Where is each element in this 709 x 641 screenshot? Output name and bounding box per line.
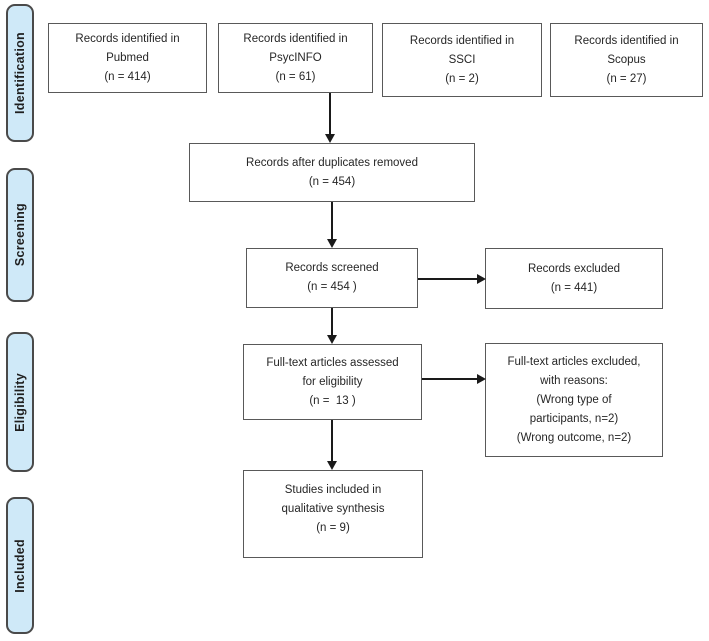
stage-screening: Screening (6, 168, 34, 302)
arrowhead-down-icon (327, 461, 337, 470)
box-text-line: Full-text articles assessed (266, 356, 399, 369)
stage-identification-label: Identification (13, 32, 27, 114)
box-text-line: (n = 454) (308, 175, 356, 188)
box-fulltext-assessed: Full-text articles assessed for eligibil… (243, 344, 422, 420)
box-records-screened: Records screened (n = 454 ) (246, 248, 418, 308)
box-text-line: Pubmed (106, 51, 149, 64)
arrow-line (331, 420, 333, 462)
arrow-line (418, 278, 478, 280)
box-records-psycinfo: Records identified in PsycINFO (n = 61) (218, 23, 373, 93)
arrow-screened-to-fulltext (326, 308, 338, 344)
box-records-excluded: Records excluded (n = 441) (485, 248, 663, 309)
stage-eligibility-label: Eligibility (13, 372, 27, 432)
box-text-line: Full-text articles excluded, (507, 355, 641, 368)
box-text-line: for eligibility (302, 375, 363, 388)
box-text-line: qualitative synthesis (281, 503, 385, 515)
stage-eligibility: Eligibility (6, 332, 34, 472)
box-text-line: (n = 2) (445, 72, 479, 85)
arrow-line (329, 93, 331, 135)
arrow-line (331, 308, 333, 336)
box-text-line: Records identified in (574, 34, 679, 47)
arrowhead-down-icon (325, 134, 335, 143)
stage-included: Included (6, 497, 34, 634)
box-text-line: (n = 9) (316, 522, 350, 534)
box-text-line: Records identified in (75, 32, 180, 45)
box-text-line: (n = 27) (606, 72, 647, 85)
arrow-line (331, 202, 333, 240)
box-studies-included: Studies included in qualitative synthesi… (243, 470, 423, 558)
box-text-line: (n = 414) (104, 70, 151, 83)
arrow-fulltext-to-fulltext-excluded (422, 373, 486, 385)
arrow-fulltext-to-included (326, 420, 338, 470)
box-text-line: Records identified in (243, 32, 348, 45)
box-text-line: Studies included in (284, 484, 382, 496)
box-text-line: (n = 454 ) (307, 281, 357, 293)
box-text-line: SSCI (448, 53, 476, 66)
box-records-pubmed: Records identified in Pubmed (n = 414) (48, 23, 207, 93)
box-text-line: (Wrong type of (536, 393, 612, 406)
box-text-line: Records screened (285, 262, 379, 274)
arrow-screened-to-excluded (418, 273, 486, 285)
box-fulltext-excluded: Full-text articles excluded, with reason… (485, 343, 663, 457)
box-text-line: (n = 441) (550, 281, 598, 294)
arrow-duplicates-to-screened (326, 202, 338, 248)
box-text-line: (n = 13 ) (309, 394, 356, 407)
box-text-line: (n = 61) (275, 70, 316, 83)
arrowhead-right-icon (477, 374, 486, 384)
box-text-line: with reasons: (540, 374, 608, 387)
stage-included-label: Included (13, 538, 27, 593)
box-text-line: Records after duplicates removed (246, 156, 418, 169)
stage-screening-label: Screening (13, 203, 27, 267)
box-records-ssci: Records identified in SSCI (n = 2) (382, 23, 542, 97)
box-records-scopus: Records identified in Scopus (n = 27) (550, 23, 703, 97)
box-text-line: (Wrong outcome, n=2) (516, 431, 632, 444)
arrowhead-down-icon (327, 239, 337, 248)
box-text-line: PsycINFO (269, 51, 322, 64)
arrowhead-right-icon (477, 274, 486, 284)
box-text-line: participants, n=2) (529, 412, 619, 425)
arrowhead-down-icon (327, 335, 337, 344)
arrow-line (422, 378, 478, 380)
box-text-line: Records identified in (409, 34, 515, 47)
box-text-line: Scopus (607, 53, 646, 66)
stage-identification: Identification (6, 4, 34, 142)
box-duplicates-removed: Records after duplicates removed (n = 45… (189, 143, 475, 202)
arrow-psycinfo-to-duplicates (324, 93, 336, 143)
box-text-line: Records excluded (527, 262, 621, 275)
